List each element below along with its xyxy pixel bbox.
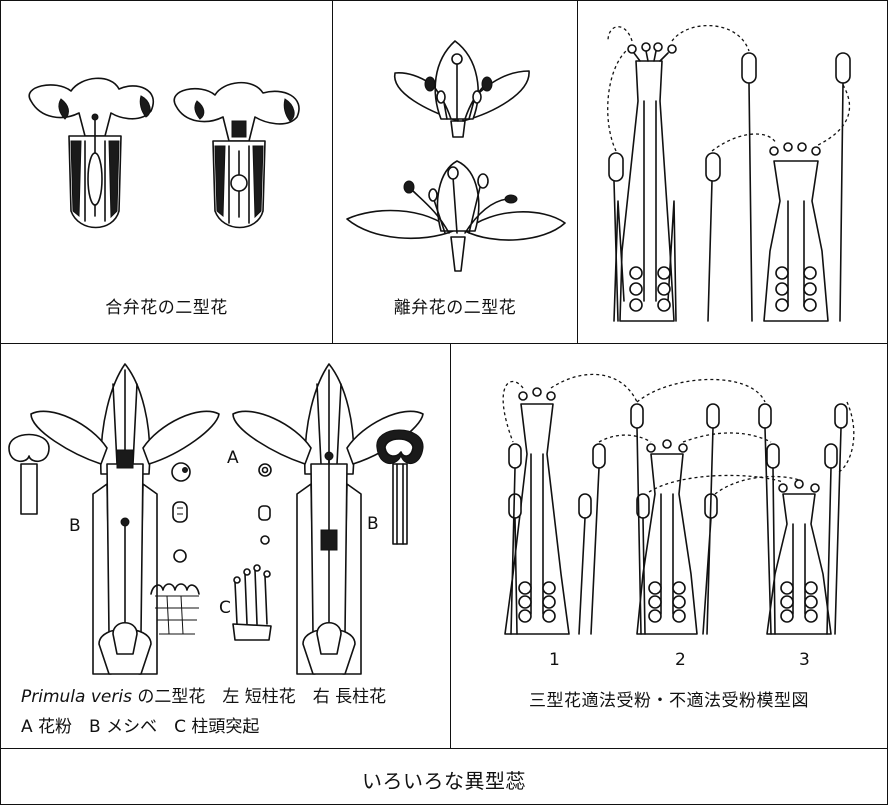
sympetalous-caption: 合弁花の二型花 (1, 293, 332, 318)
tristyly-caption: 三型花適法受粉・不適法受粉模型図 (451, 686, 887, 711)
tristyly-flower-3 (759, 404, 847, 634)
primula-caption-line2: A 花粉 B メシベ C 柱頭突起 (21, 712, 259, 737)
primula-caption: Primula veris の二型花 左 短柱花 右 長柱花 (21, 682, 386, 707)
primula-pollen-column (172, 463, 271, 562)
panel-tristyly-model: 1 2 3 三型花適法受粉・不適法受粉模型図 (450, 343, 888, 749)
tristyly-flower-2 (631, 404, 719, 634)
primula-species-name: Primula veris (21, 687, 132, 707)
primula-stigma-papillae (151, 565, 271, 640)
primula-pistil-long (377, 430, 423, 544)
label-c: C (219, 598, 231, 618)
distyly-flower-short-style (764, 143, 828, 321)
polypetalous-flower-top (395, 41, 529, 137)
distyly-flower-long-style (609, 43, 720, 321)
sympetalous-flower-left (29, 78, 153, 227)
panel-primula: A B B C Primula veris の二型花 左 短柱花 右 長柱花 A… (0, 343, 451, 749)
sympetalous-flower-right (174, 83, 299, 228)
primula-pistil-short (9, 435, 49, 515)
panel-polypetalous: 離弁花の二型花 (332, 0, 578, 344)
panel-sympetalous: 合弁花の二型花 (0, 0, 333, 344)
panel-distyly-model (577, 0, 888, 344)
distyly-model-illustration (578, 1, 888, 344)
tristyly-number-2: 2 (675, 650, 686, 670)
footer-bar: いろいろな異型蕊 (0, 748, 888, 805)
label-b-left: B (69, 516, 81, 536)
primula-flower-short-style (31, 364, 219, 674)
label-a: A (227, 448, 239, 468)
tristyly-flower-1 (505, 388, 605, 634)
tristyly-number-3: 3 (799, 650, 810, 670)
footer-title: いろいろな異型蕊 (1, 765, 887, 794)
polypetalous-flower-bottom (347, 161, 565, 271)
polypetalous-caption: 離弁花の二型花 (333, 293, 577, 318)
tristyly-number-1: 1 (549, 650, 560, 670)
primula-caption-rest: の二型花 左 短柱花 右 長柱花 (132, 687, 386, 707)
label-b-right: B (367, 514, 379, 534)
